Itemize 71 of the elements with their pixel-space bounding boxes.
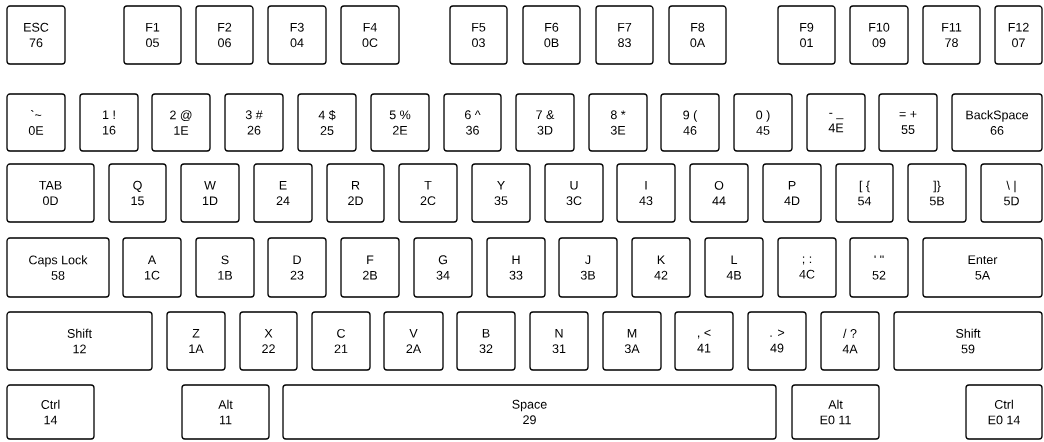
key-cap: F12 07: [994, 5, 1043, 65]
key-cap: F10 09: [849, 5, 909, 65]
key-cap: F11 78: [922, 5, 981, 65]
key-cap: X 22: [239, 311, 298, 371]
key-cap: R 2D: [326, 163, 385, 223]
key-cap: O 44: [689, 163, 749, 223]
key-cap: 3 # 26: [224, 93, 284, 152]
key-cap: - _ 4E: [806, 93, 866, 152]
key-cap: F1 05: [123, 5, 182, 65]
key-cap: Ctrl 14: [6, 384, 95, 440]
key-cap: ESC 76: [6, 5, 66, 65]
key-cap: = + 55: [878, 93, 938, 152]
key-cap: BackSpace 66: [951, 93, 1043, 152]
key-cap: Alt 11: [181, 384, 270, 440]
key-cap: Ctrl E0 14: [965, 384, 1043, 440]
key-cap: 9 ( 46: [660, 93, 720, 152]
key-cap: Caps Lock 58: [6, 237, 110, 298]
key-cap: L 4B: [704, 237, 764, 298]
key-cap: W 1D: [180, 163, 240, 223]
key-cap: F4 0C: [340, 5, 400, 65]
key-cap: F5 03: [449, 5, 508, 65]
key-cap: \ | 5D: [980, 163, 1043, 223]
key-cap: F 2B: [340, 237, 400, 298]
key-cap: T 2C: [398, 163, 458, 223]
key-cap: ]} 5B: [907, 163, 967, 223]
key-cap: 7 & 3D: [515, 93, 575, 152]
key-cap: F6 0B: [522, 5, 581, 65]
key-cap: M 3A: [602, 311, 662, 371]
key-cap: Alt E0 11: [791, 384, 880, 440]
key-cap: F9 01: [777, 5, 836, 65]
key-cap: 1 ! 16: [79, 93, 139, 152]
key-cap: I 43: [616, 163, 676, 223]
key-cap: F8 0A: [668, 5, 727, 65]
key-cap: C 21: [311, 311, 371, 371]
key-cap: V 2A: [383, 311, 444, 371]
key-cap: S 1B: [195, 237, 255, 298]
key-cap: F3 04: [267, 5, 327, 65]
key-cap: Space 29: [282, 384, 777, 440]
key-cap: Shift 12: [6, 311, 153, 371]
key-cap: Y 35: [471, 163, 531, 223]
key-cap: Q 15: [108, 163, 167, 223]
key-cap: Shift 59: [893, 311, 1043, 371]
key-cap: F2 06: [195, 5, 254, 65]
key-cap: Enter 5A: [922, 237, 1043, 298]
key-cap: 2 @ 1E: [151, 93, 211, 152]
key-cap: ; : 4C: [777, 237, 837, 298]
key-cap: 8 * 3E: [588, 93, 648, 152]
key-cap: P 4D: [762, 163, 822, 223]
key-cap: , < 41: [674, 311, 734, 371]
key-cap: E 24: [253, 163, 313, 223]
key-cap: J 3B: [558, 237, 618, 298]
key-cap: / ? 4A: [820, 311, 880, 371]
key-cap: G 34: [413, 237, 473, 298]
key-cap: 5 % 2E: [370, 93, 430, 152]
key-cap: [ { 54: [835, 163, 894, 223]
key-cap: . > 49: [747, 311, 807, 371]
key-cap: TAB 0D: [6, 163, 95, 223]
key-cap: 6 ^ 36: [443, 93, 502, 152]
key-cap: K 42: [631, 237, 691, 298]
key-cap: Z 1A: [166, 311, 226, 371]
key-cap: H 33: [486, 237, 546, 298]
key-cap: N 31: [529, 311, 589, 371]
key-cap: D 23: [267, 237, 327, 298]
key-cap: `~ 0E: [6, 93, 66, 152]
key-cap: 0 ) 45: [733, 93, 793, 152]
key-cap: ' " 52: [849, 237, 909, 298]
key-cap: 4 $ 25: [297, 93, 357, 152]
key-cap: B 32: [456, 311, 516, 371]
key-cap: U 3C: [544, 163, 604, 223]
key-cap: A 1C: [122, 237, 182, 298]
key-cap: F7 83: [595, 5, 654, 65]
